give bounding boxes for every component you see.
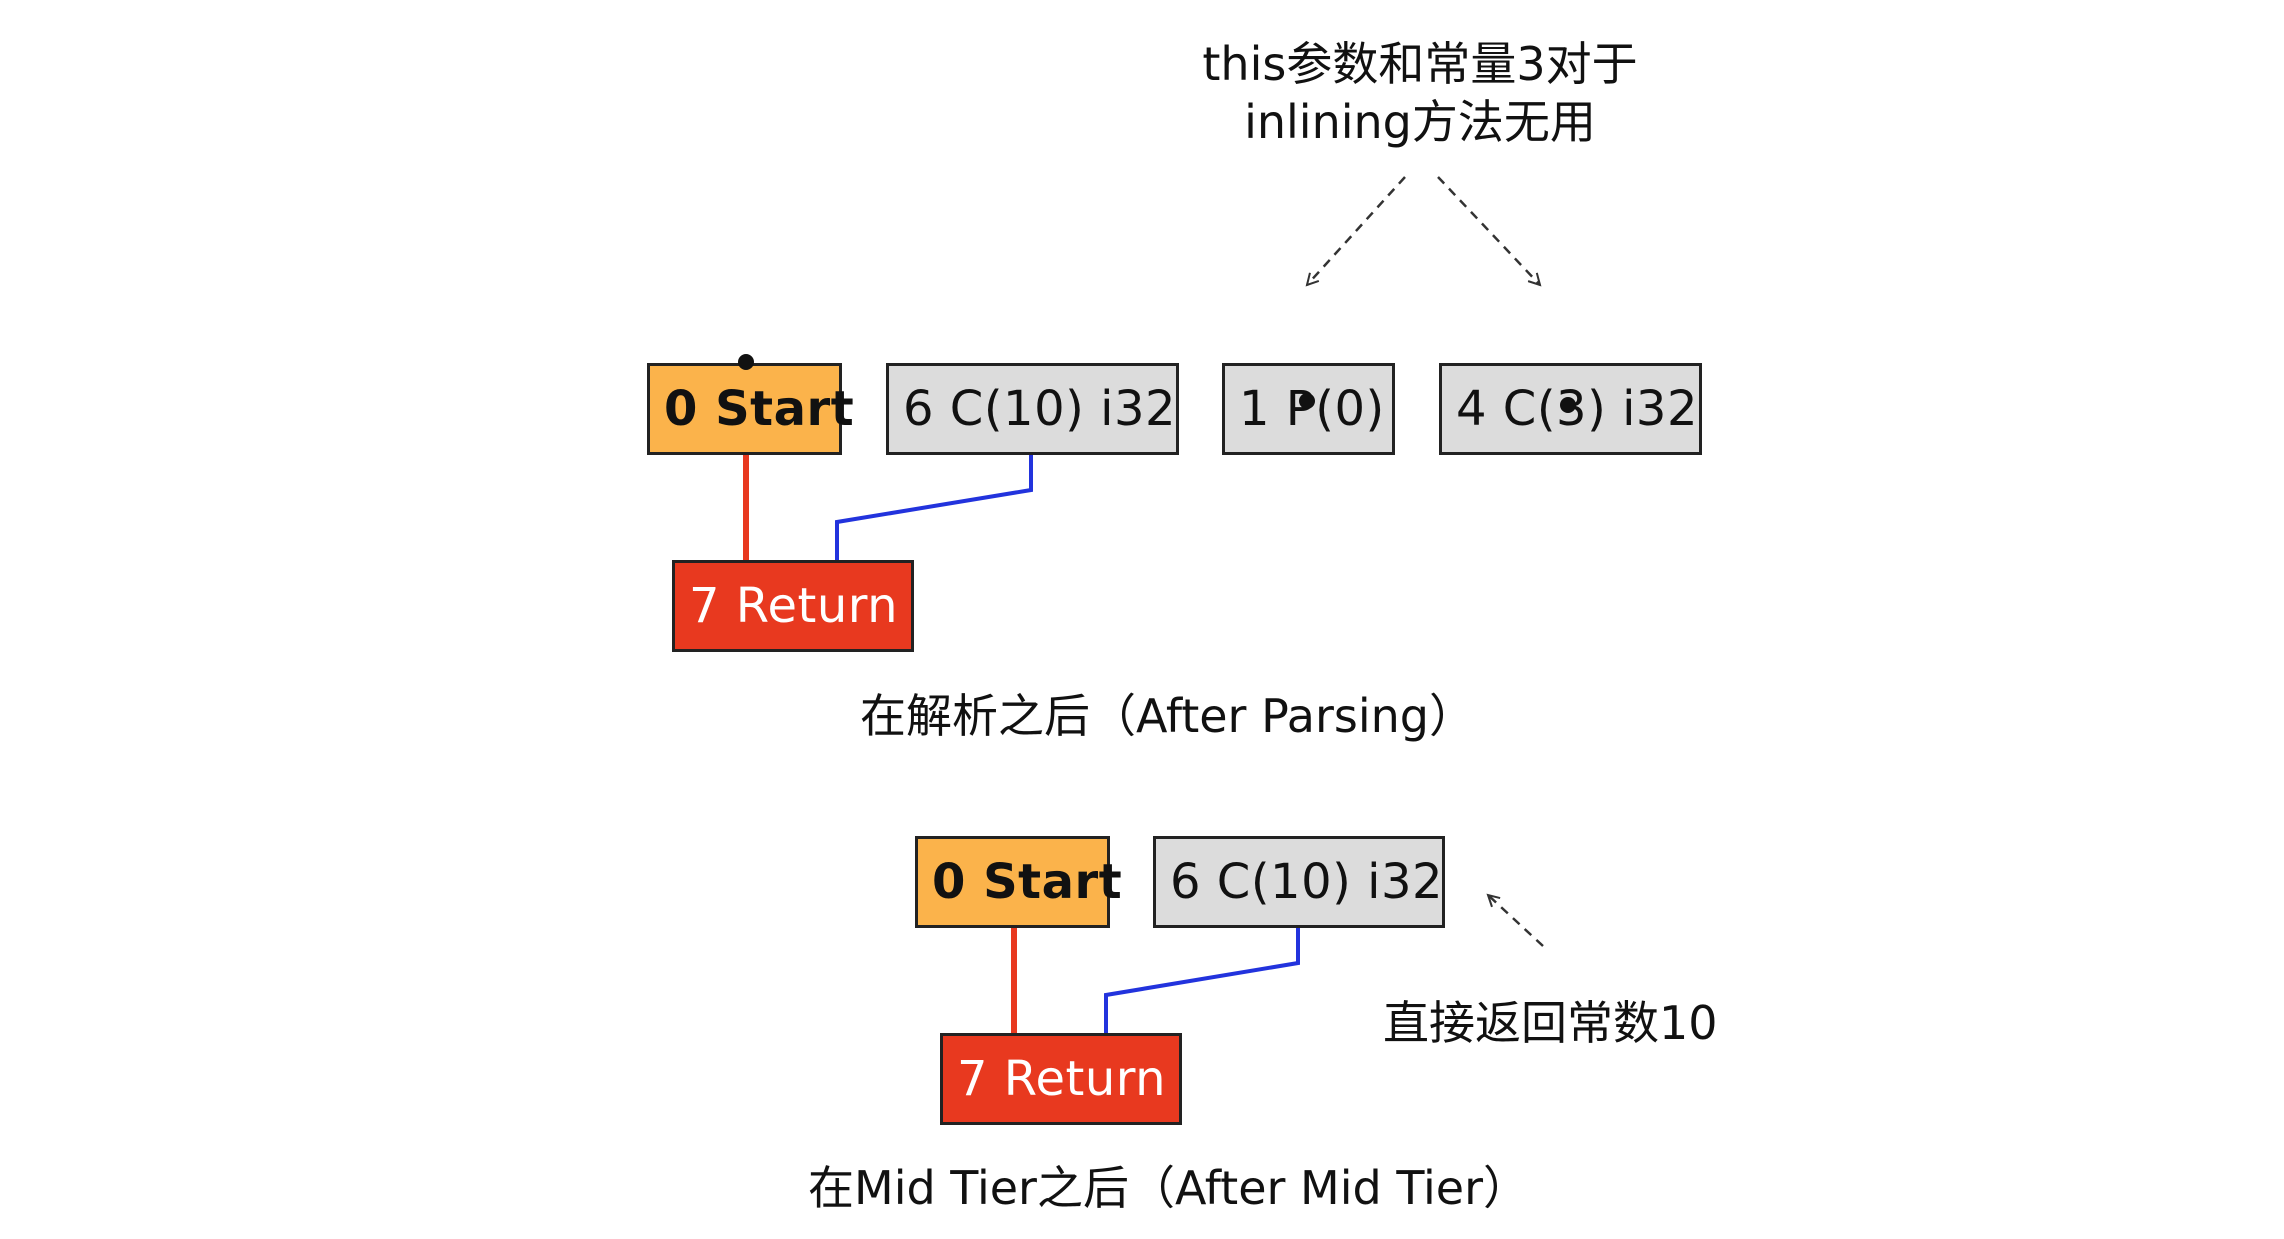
annotation-note: this参数和常量3对于 inlining方法无用 <box>1160 35 1680 151</box>
node-return: 7 Return <box>672 560 914 652</box>
node-start-midtier-label: 0 Start <box>932 854 1123 910</box>
side-note-arrow <box>1488 895 1544 947</box>
node-const-10: 6 C(10) i32 <box>886 363 1179 455</box>
node-start-label: 0 Start <box>664 381 855 437</box>
node-return-midtier-label: 7 Return <box>957 1051 1167 1107</box>
caption-after-parsing: 在解析之后（After Parsing） <box>860 689 1475 743</box>
port-dot-start <box>738 354 754 370</box>
annotation-arrow-to-const3 <box>1437 176 1540 285</box>
node-param-0: 1 P(0) <box>1222 363 1395 455</box>
node-return-midtier: 7 Return <box>940 1033 1182 1125</box>
node-const-10-midtier: 6 C(10) i32 <box>1153 836 1445 928</box>
annotation-arrow-to-param <box>1307 176 1406 285</box>
value-edge-const10-to-return <box>835 455 1033 560</box>
port-dot-param <box>1299 393 1315 409</box>
node-param-0-label: 1 P(0) <box>1239 381 1385 437</box>
node-start-midtier: 0 Start <box>915 836 1122 928</box>
node-const-3-label: 4 C(3) i32 <box>1456 381 1698 437</box>
node-start: 0 Start <box>647 363 854 455</box>
side-note-return-const: 直接返回常数10 <box>1383 996 1718 1050</box>
value-edge-const10-to-return-midtier <box>1104 928 1300 1033</box>
node-const-10-midtier-label: 6 C(10) i32 <box>1170 854 1444 910</box>
port-dot-const3 <box>1560 397 1576 413</box>
node-const-10-label: 6 C(10) i32 <box>903 381 1177 437</box>
annotation-line-1: this参数和常量3对于 <box>1202 37 1638 91</box>
node-return-label: 7 Return <box>689 578 899 634</box>
node-const-3: 4 C(3) i32 <box>1439 363 1702 455</box>
caption-after-mid-tier: 在Mid Tier之后（After Mid Tier） <box>808 1161 1530 1215</box>
annotation-line-2: inlining方法无用 <box>1244 95 1596 149</box>
